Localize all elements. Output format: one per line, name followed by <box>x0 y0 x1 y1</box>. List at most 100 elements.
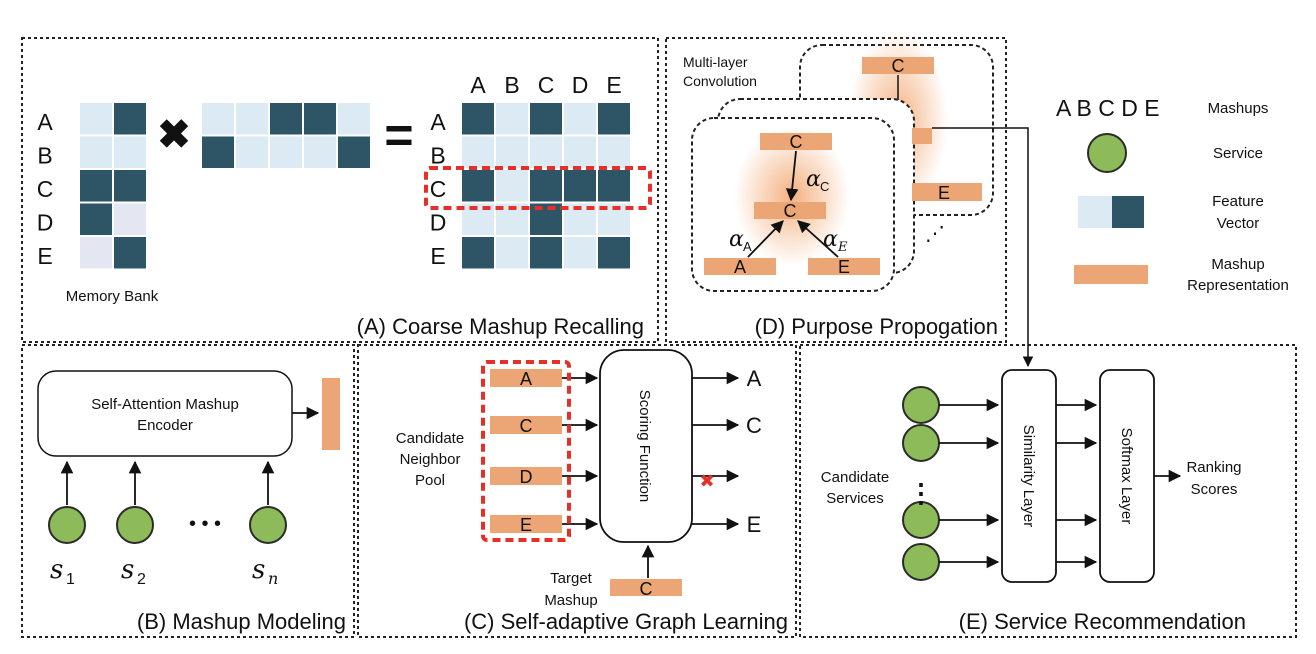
panel-e-title: (E) Service Recommendation <box>959 609 1246 634</box>
middle-cell <box>270 136 302 168</box>
result-cell <box>598 170 630 202</box>
memory-cell <box>80 103 112 135</box>
result-cell <box>564 103 596 135</box>
candidate-pool-highlight <box>481 360 571 542</box>
result-col-label-d: D <box>572 72 589 98</box>
encoder-line1: Self-Attention Mashup <box>91 396 239 413</box>
encoder-line2: Encoder <box>137 417 193 434</box>
back-node-right-label: E <box>938 183 950 203</box>
middle-cell <box>202 136 234 168</box>
middle-cell <box>338 136 370 168</box>
result-cell <box>462 103 494 135</box>
legend-rep-line1: Mashup <box>1211 256 1264 273</box>
result-cell <box>496 103 528 135</box>
middle-cell <box>236 136 268 168</box>
legend-representation-bar <box>1074 265 1148 284</box>
result-cell <box>598 136 630 168</box>
memory-row-label-c: C <box>37 176 54 202</box>
legend-feature-line1: Feature <box>1212 193 1264 210</box>
service-inputs <box>48 460 287 544</box>
result-cell <box>564 237 596 269</box>
candidate-node-e <box>490 515 562 533</box>
services-dots: • • • <box>189 513 221 535</box>
legend-feature-light <box>1078 196 1112 228</box>
memory-row-label-e: E <box>37 243 52 269</box>
encoded-representation <box>322 378 340 450</box>
panel-b-title: (B) Mashup Modeling <box>137 609 346 634</box>
memory-cell <box>114 103 146 135</box>
highlight-row-c <box>424 166 652 210</box>
legend-service-label: Service <box>1213 145 1263 162</box>
back-node-top <box>862 57 934 74</box>
front-node-right-label: E <box>838 257 850 277</box>
panel-e: Candidate Services ⋮ Similarity Layer So… <box>821 369 1246 634</box>
panel-a-border <box>21 37 659 343</box>
target-node-label: C <box>640 579 653 599</box>
alpha-a-sub: A <box>743 239 752 254</box>
result-cell <box>564 136 596 168</box>
result-matrix-grid <box>462 103 630 269</box>
memory-cell <box>114 237 146 269</box>
candidate-node-d <box>490 467 562 485</box>
front-node-top <box>760 133 832 150</box>
panel-d: C E C C A E α C α A α E ⋰ Multi-layer Co… <box>683 30 1034 368</box>
result-col-label-a: A <box>470 72 486 98</box>
reject-mark-icon: ✖ <box>699 471 714 491</box>
middle-matrix-grid <box>202 103 370 168</box>
result-cell <box>530 103 562 135</box>
candidate-label-e: E <box>520 515 532 535</box>
conv-label-line2: Convolution <box>683 73 757 89</box>
result-cell <box>496 237 528 269</box>
scoring-outputs: ACE <box>692 366 762 537</box>
memory-cell <box>114 203 146 235</box>
conv-label-line1: Multi-layer <box>683 54 748 70</box>
service-icon <box>116 506 154 544</box>
sn-sub: n <box>268 569 278 588</box>
equals-symbol: = <box>384 107 413 163</box>
s1-sub: 1 <box>66 571 75 588</box>
candidate-node-a <box>490 369 562 387</box>
memory-row-label-b: B <box>37 143 52 169</box>
result-cell <box>530 170 562 202</box>
result-row-label-a: A <box>430 109 446 135</box>
candidate-services-line1: Candidate <box>821 469 889 486</box>
legend-feature-line2: Vector <box>1217 215 1260 232</box>
memory-row-label-a: A <box>37 109 53 135</box>
s2-sub: 2 <box>137 571 146 588</box>
edge-e-to-c <box>797 220 839 258</box>
legend-rep-line2: Representation <box>1187 277 1289 294</box>
result-cell <box>598 103 630 135</box>
alpha-a: α <box>729 227 744 252</box>
front-node-top-label: C <box>790 132 803 152</box>
ranking-line1: Ranking <box>1186 459 1241 476</box>
similarity-layer-box <box>1001 369 1057 583</box>
result-cell <box>496 136 528 168</box>
scoring-function-label: Scoring Function <box>636 390 653 503</box>
layer-connections <box>1056 398 1098 569</box>
memory-cell <box>80 203 112 235</box>
result-cell <box>530 237 562 269</box>
edge-a-to-c <box>747 220 784 258</box>
edge-c-to-c <box>785 150 799 202</box>
candidate-label-a: A <box>520 369 532 389</box>
result-cell <box>530 136 562 168</box>
target-line2: Mashup <box>544 592 597 609</box>
candidate-label-c: C <box>520 416 533 436</box>
output-label-e: E <box>747 512 762 537</box>
ranking-line2: Scores <box>1191 481 1238 498</box>
output-label-a: A <box>747 366 762 391</box>
back-node-top-label: C <box>892 56 905 76</box>
middle-cell <box>236 103 268 135</box>
softmax-layer-label: Softmax Layer <box>1118 428 1135 525</box>
back-node-right <box>912 183 982 201</box>
result-cell <box>496 170 528 202</box>
result-col-label-e: E <box>606 72 621 98</box>
memory-cell <box>80 237 112 269</box>
result-col-label-c: C <box>538 72 555 98</box>
